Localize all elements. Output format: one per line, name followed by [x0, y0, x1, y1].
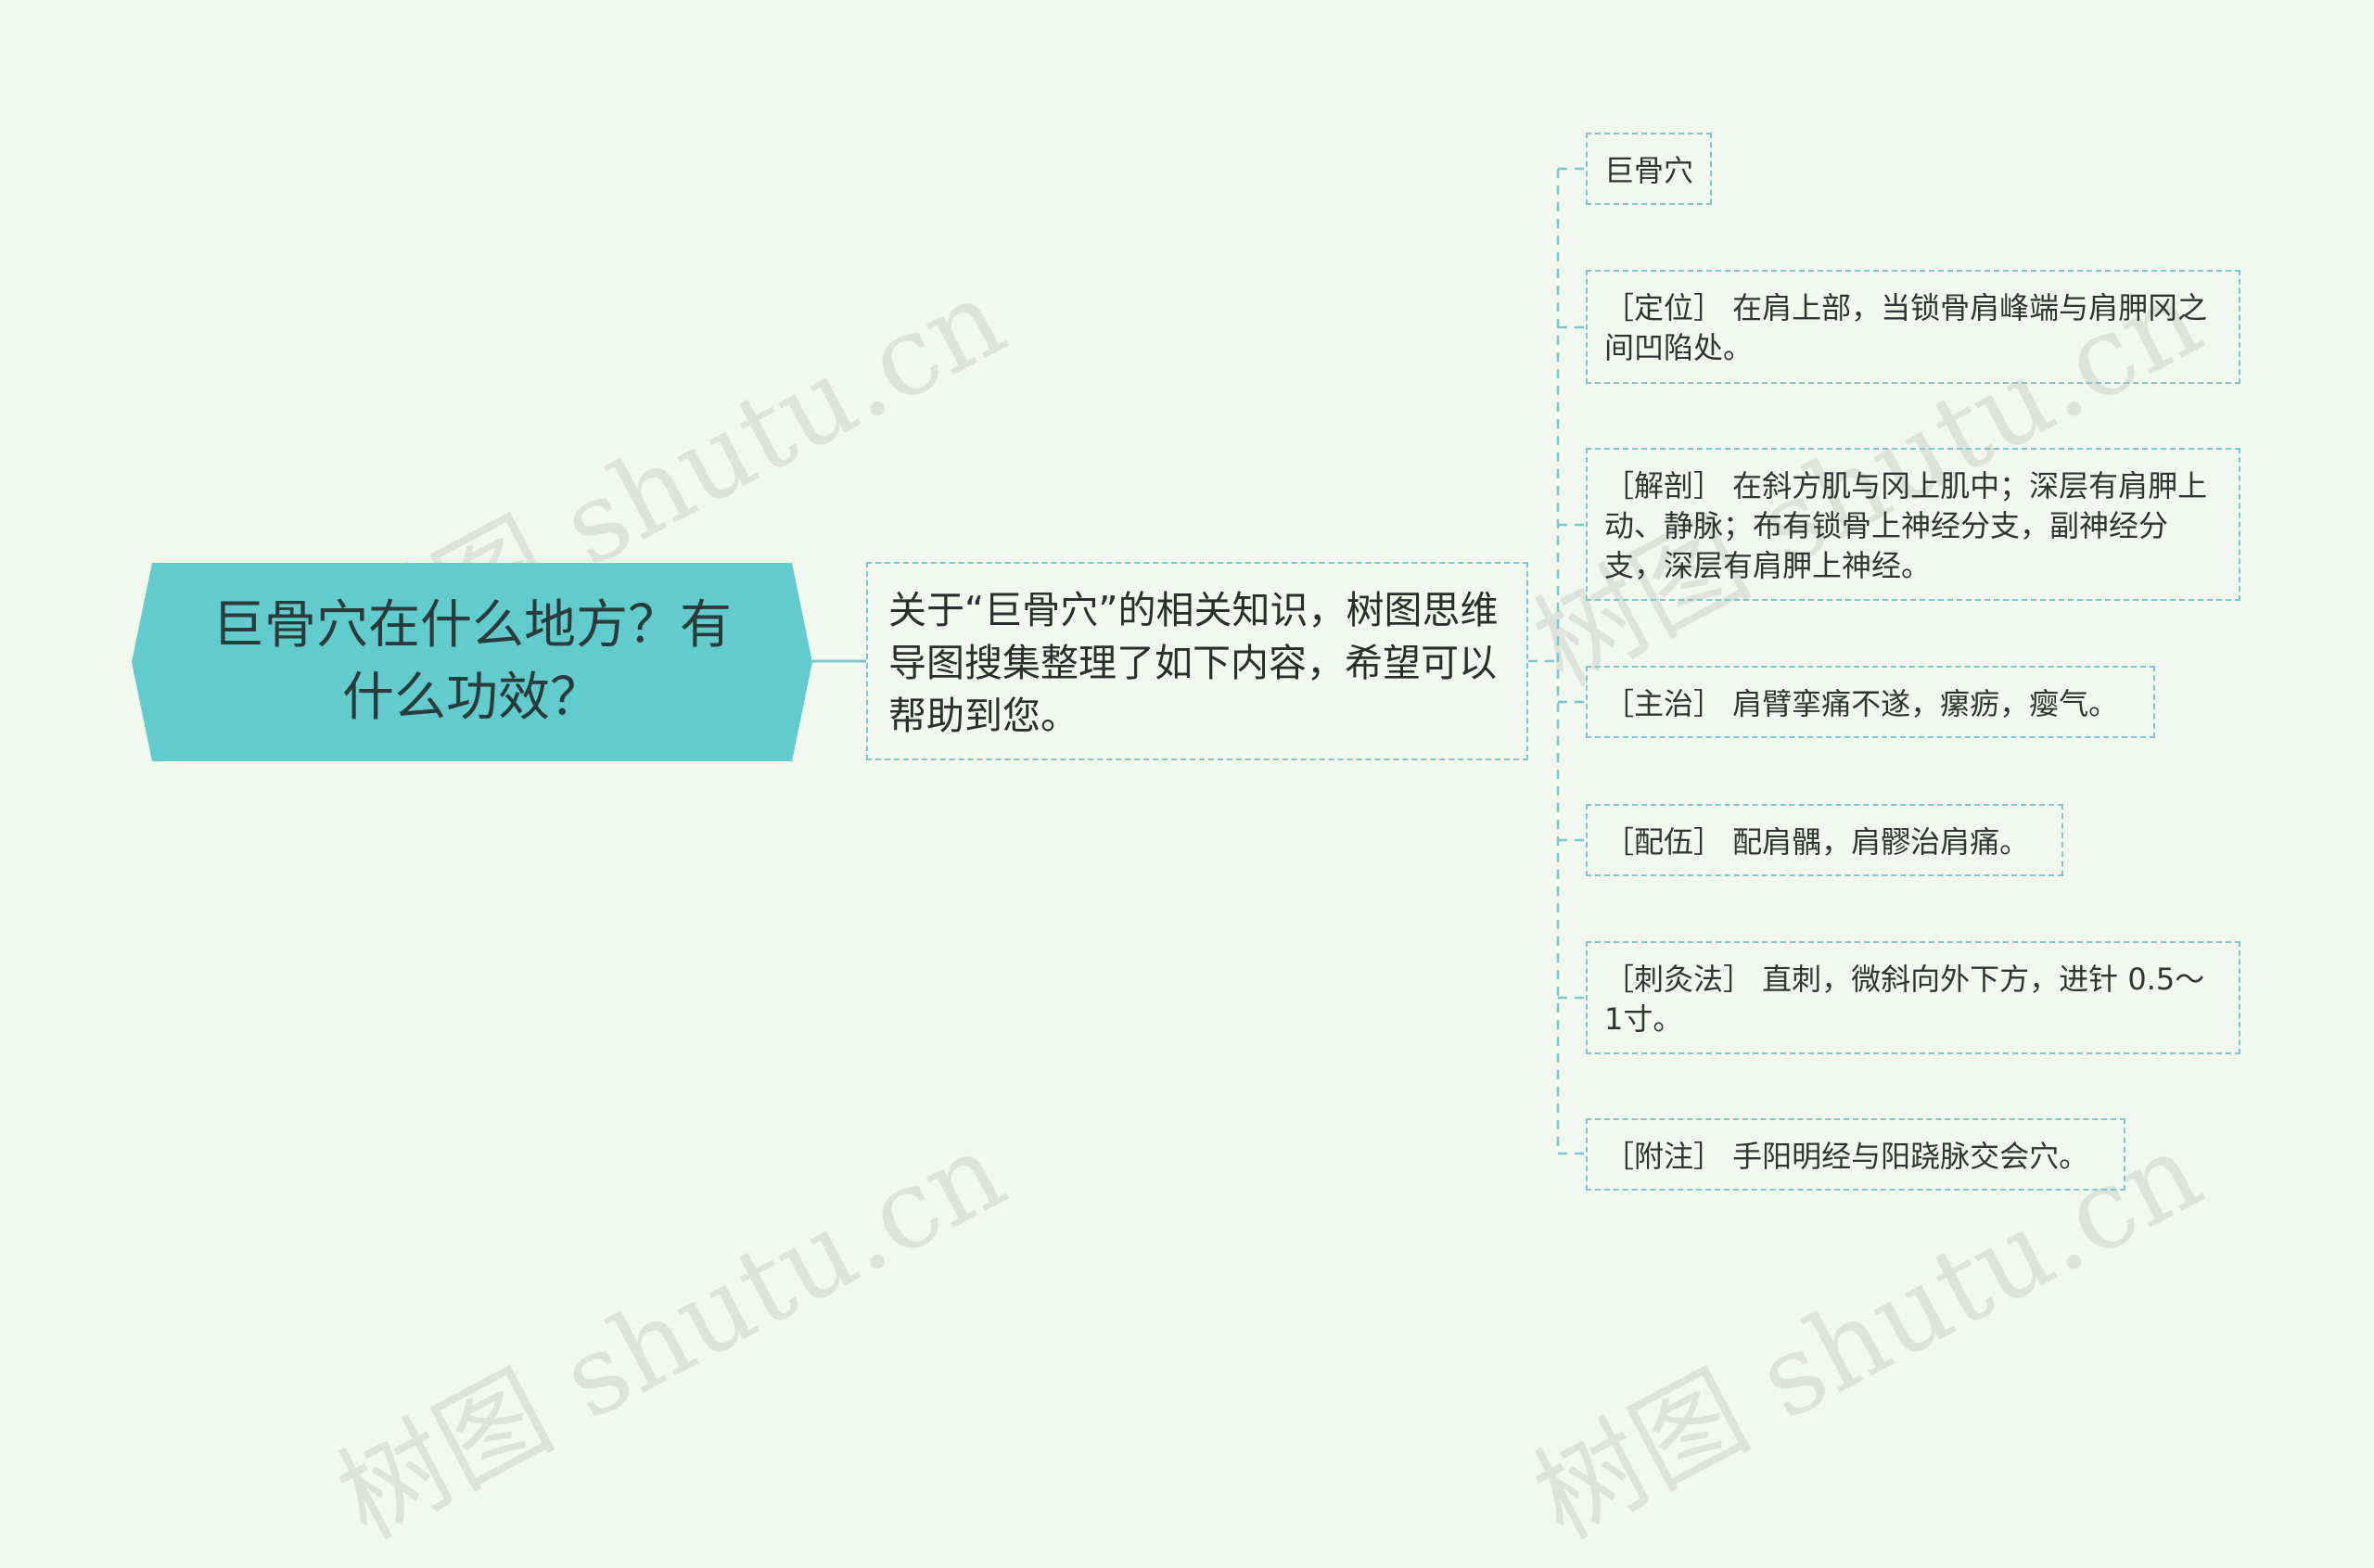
leaf-node-combination[interactable]: ［配伍］ 配肩髃，肩髎治肩痛。 — [1586, 804, 2063, 876]
leaf-node-note[interactable]: ［附注］ 手阳明经与阳跷脉交会穴。 — [1586, 1118, 2125, 1191]
mind-map-canvas: 树图 shutu.cn 树图 shutu.cn 树图 shutu.cn 树图 s… — [132, 133, 2240, 1563]
leaf-text: ［主治］ 肩臂挛痛不遂，瘰疬，瘿气。 — [1604, 686, 2119, 721]
leaf-node-needling[interactable]: ［刺灸法］ 直刺，微斜向外下方，进针 0.5～1寸。 — [1586, 941, 2240, 1054]
connector-lines — [812, 167, 1586, 1155]
leaf-node-anatomy[interactable]: ［解剖］ 在斜方肌与冈上肌中；深层有肩胛上动、静脉；布有锁骨上神经分支，副神经分… — [1586, 448, 2240, 601]
root-title: 巨骨穴在什么地方？有什么功效？ — [212, 595, 732, 728]
leaf-text: ［解剖］ 在斜方肌与冈上肌中；深层有肩胛上动、静脉；布有锁骨上神经分支，副神经分… — [1604, 468, 2208, 583]
leaf-node-location[interactable]: ［定位］ 在肩上部，当锁骨肩峰端与肩胛冈之间凹陷处。 — [1586, 270, 2240, 384]
summary-text: 关于“巨骨穴”的相关知识，树图思维导图搜集整理了如下内容，希望可以帮助到您。 — [888, 588, 1499, 738]
summary-node[interactable]: 关于“巨骨穴”的相关知识，树图思维导图搜集整理了如下内容，希望可以帮助到您。 — [866, 562, 1528, 760]
leaf-text: ［刺灸法］ 直刺，微斜向外下方，进针 0.5～1寸。 — [1604, 962, 2205, 1037]
root-hexagon-shape — [132, 563, 812, 761]
root-node[interactable]: 巨骨穴在什么地方？有什么功效？ — [132, 563, 812, 761]
leaf-node-indications[interactable]: ［主治］ 肩臂挛痛不遂，瘰疬，瘿气。 — [1586, 666, 2155, 738]
leaf-text: ［配伍］ 配肩髃，肩髎治肩痛。 — [1604, 824, 2030, 860]
leaf-text: ［定位］ 在肩上部，当锁骨肩峰端与肩胛冈之间凹陷处。 — [1604, 290, 2208, 365]
leaf-text: 巨骨穴 — [1604, 153, 1694, 188]
leaf-node-name[interactable]: 巨骨穴 — [1586, 133, 1712, 205]
leaf-text: ［附注］ 手阳明经与阳跷脉交会穴。 — [1604, 1139, 2089, 1174]
